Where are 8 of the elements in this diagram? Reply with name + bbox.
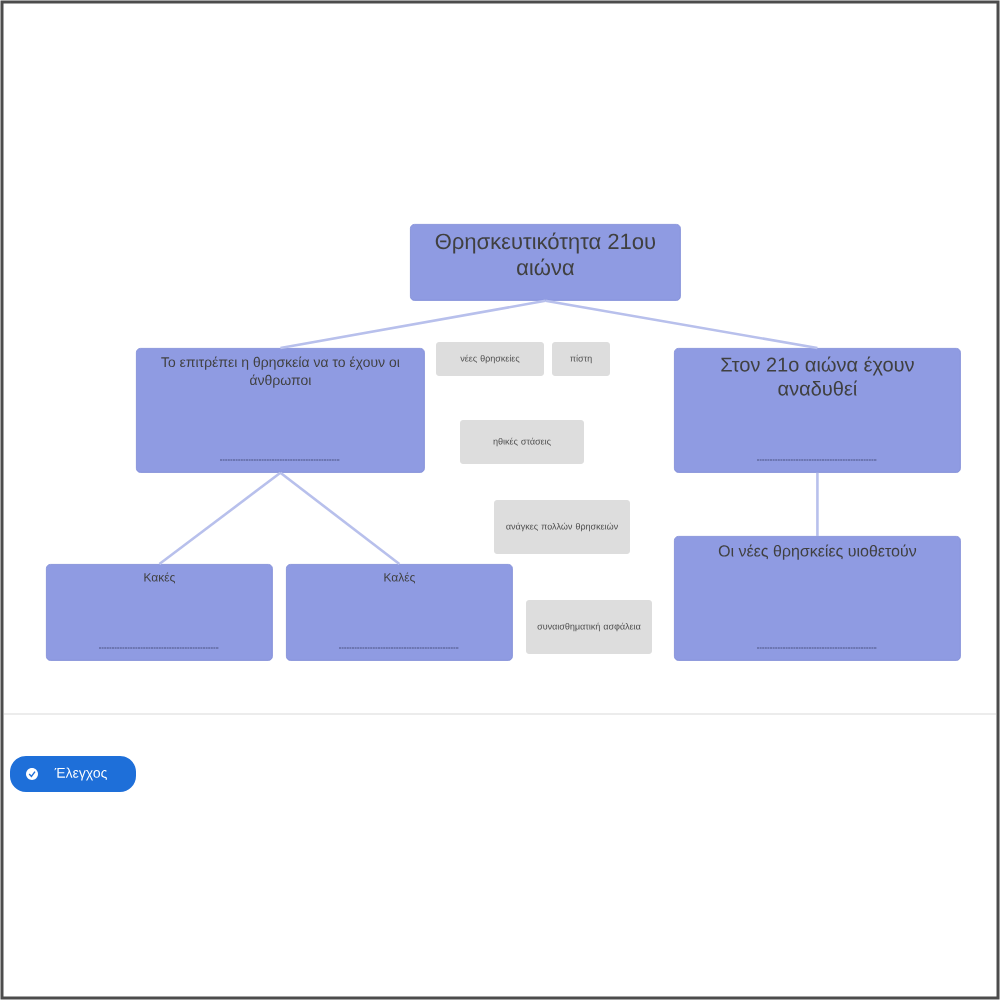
connector-line [816,472,819,536]
concept-box: Οι νέες θρησκείες υιοθετούν [674,536,961,661]
connector-line [279,471,401,566]
connector-line [280,299,546,350]
concept-box: Στον 21ο αιώνα έχουν αναδυθεί [674,348,961,473]
concept-box: Θρησκευτικότητα 21ου αιώνα [410,224,681,301]
connector-line [545,299,818,350]
connector-line [158,471,282,566]
